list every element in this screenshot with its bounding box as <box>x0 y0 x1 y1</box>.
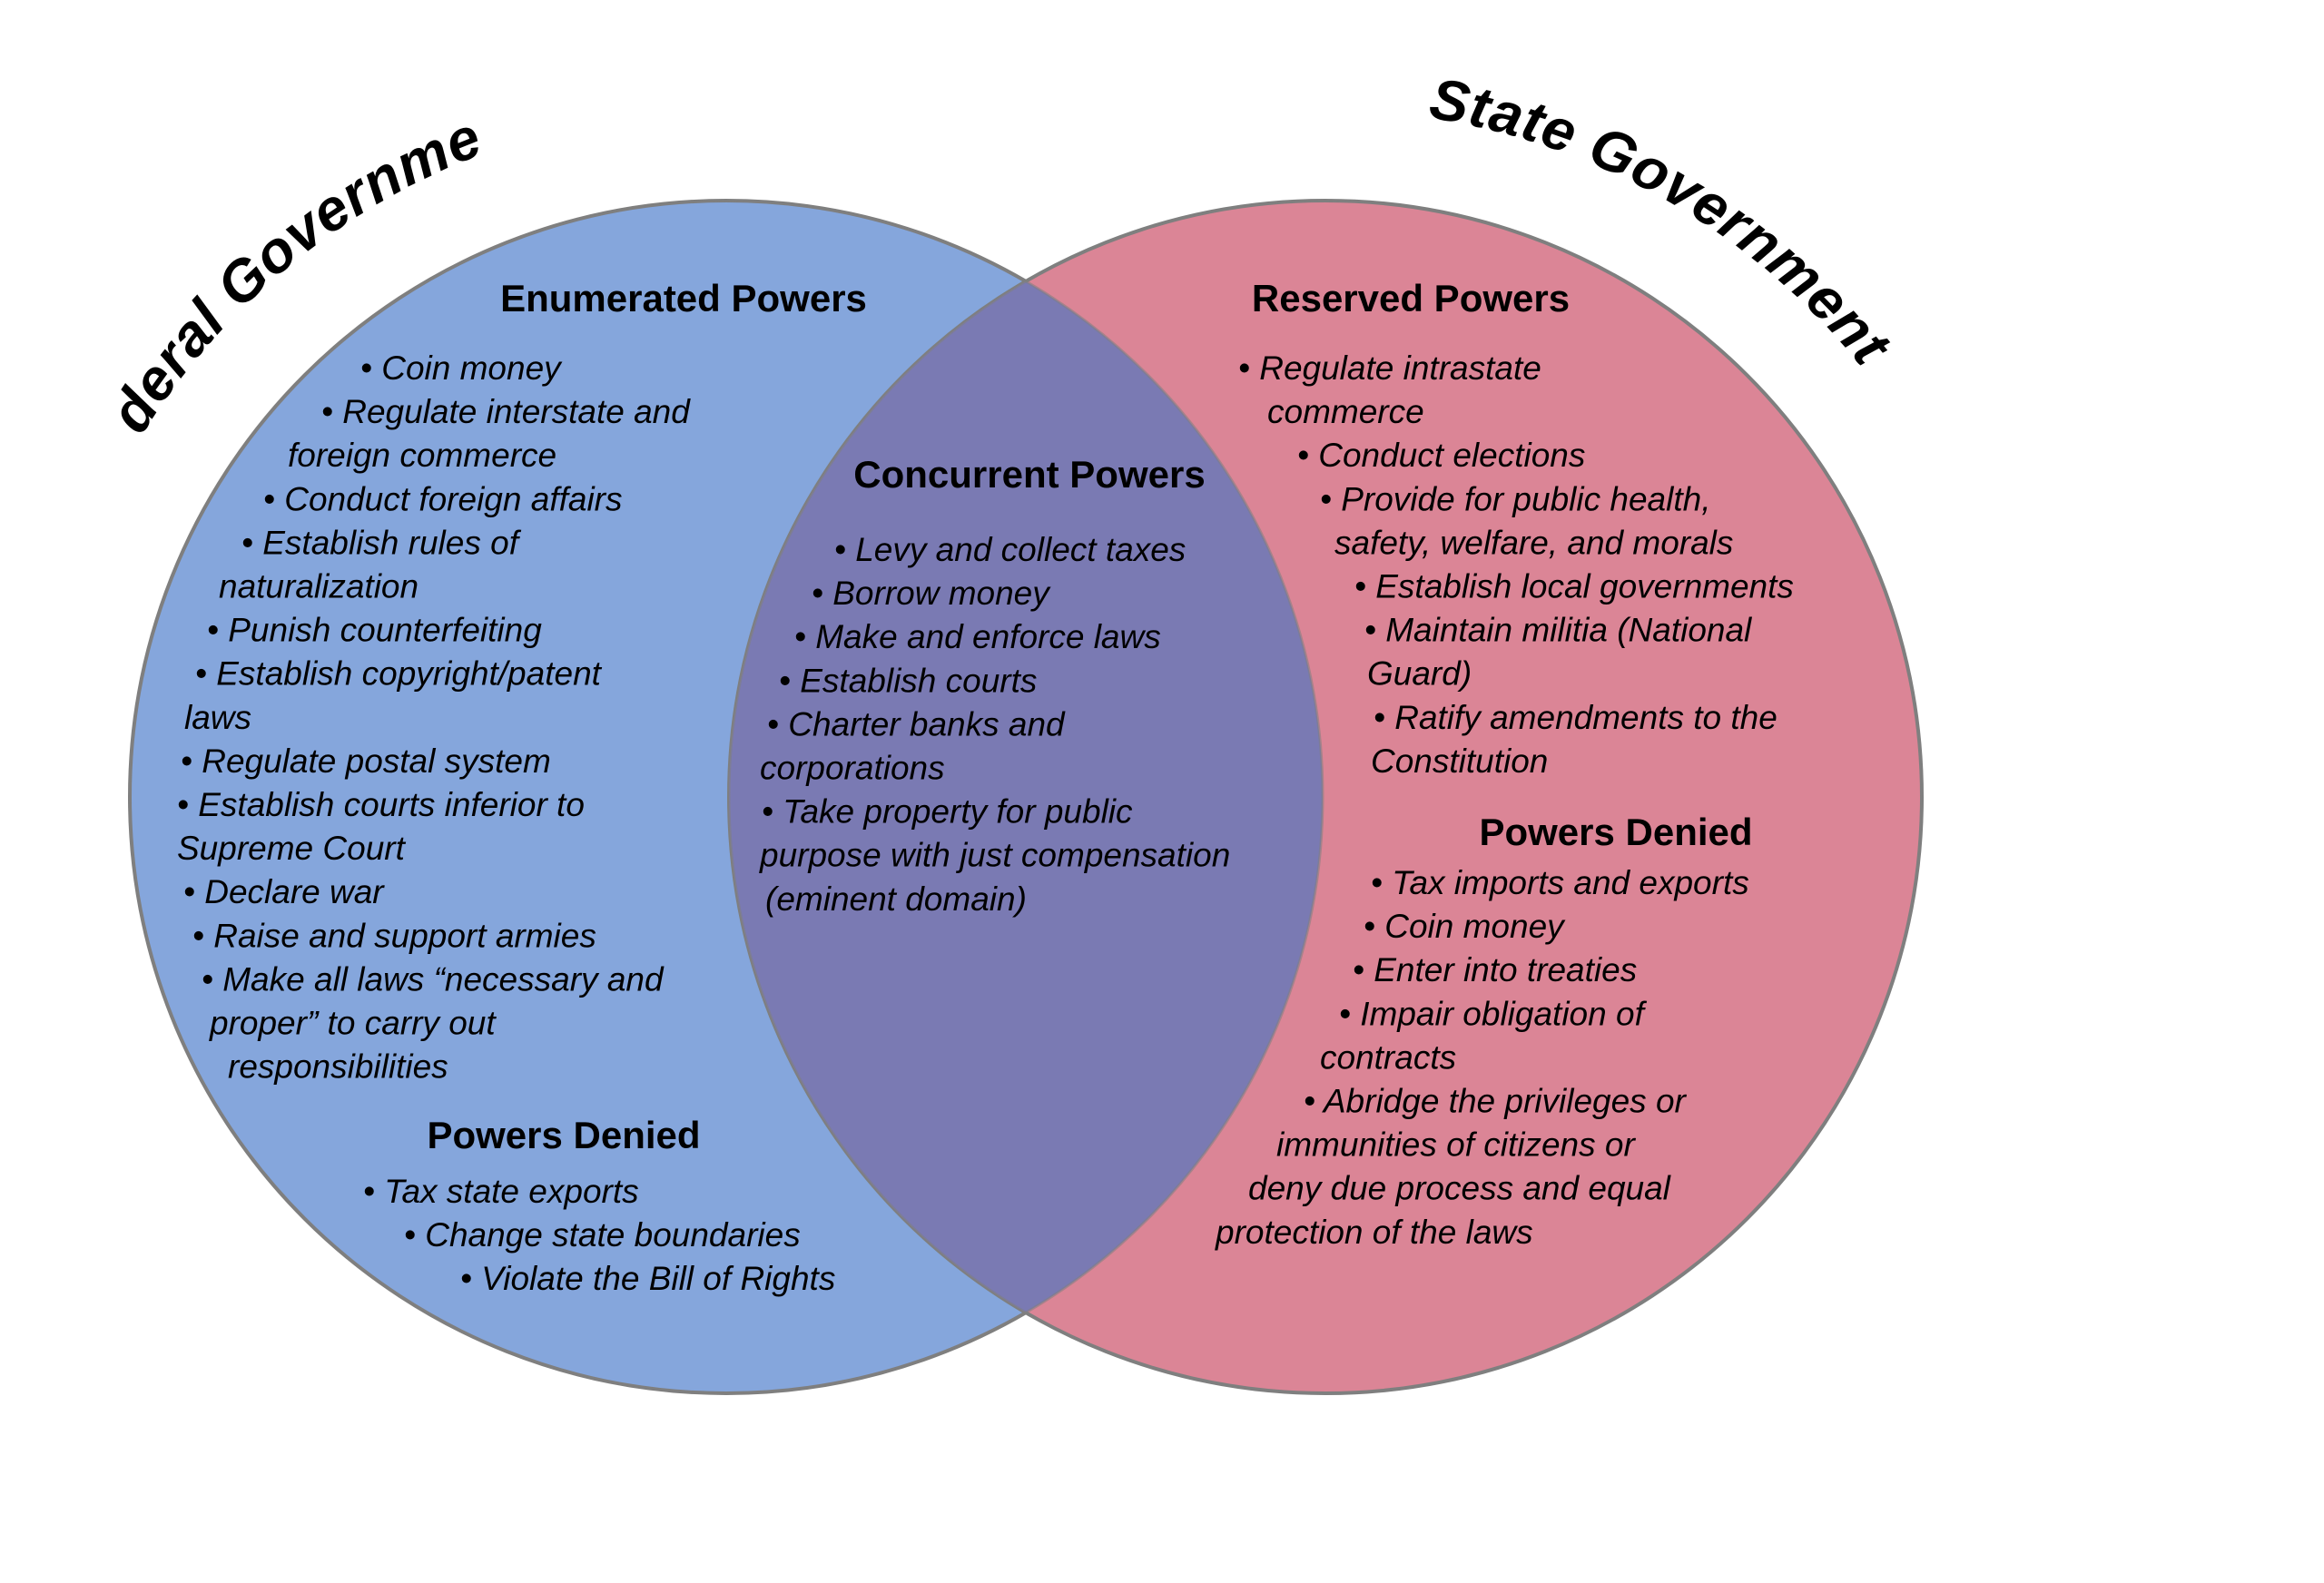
enumerated-power-line: • Regulate interstate and <box>321 393 691 430</box>
state-denied-line: • Coin money <box>1364 908 1566 945</box>
federal-circle-outline <box>128 199 1324 1395</box>
reserved-powers-header: Reserved Powers <box>1252 277 1570 320</box>
concurrent-powers-list: • Levy and collect taxes • Borrow money • … <box>759 531 1230 918</box>
enumerated-power-line: foreign commerce <box>288 437 556 474</box>
reserved-powers-list: • Regulate intrastate commerce • Conduct e… <box>1238 349 1794 780</box>
enumerated-power-line: proper” to carry out <box>209 1005 497 1042</box>
concurrent-power-line: corporations <box>760 750 945 787</box>
concurrent-power-line: • Make and enforce laws <box>794 618 1161 655</box>
federal-denied-line: • Change state boundaries <box>404 1216 801 1254</box>
overlap-region <box>729 201 1323 1393</box>
state-denied-line: • Tax imports and exports <box>1371 864 1749 901</box>
enumerated-power-line: • Declare war <box>183 873 385 910</box>
concurrent-power-line: (eminent domain) <box>765 880 1027 918</box>
reserved-power-line: commerce <box>1267 393 1424 430</box>
state-denied-line: • Enter into treaties <box>1353 951 1637 988</box>
reserved-power-line: Constitution <box>1371 742 1548 780</box>
concurrent-power-line: • Establish courts <box>779 662 1037 699</box>
concurrent-power-line: • Charter banks and <box>767 705 1066 742</box>
enumerated-power-line: Supreme Court <box>177 830 407 867</box>
enumerated-power-line: • Establish copyright/patent <box>195 655 603 693</box>
concurrent-power-line: • Take property for public <box>762 793 1133 831</box>
state-denied-line: contracts <box>1320 1038 1456 1076</box>
concurrent-power-line: • Levy and collect taxes <box>834 531 1186 568</box>
reserved-power-line: • Ratify amendments to the <box>1374 699 1777 736</box>
concurrent-power-line: • Borrow money <box>812 575 1051 612</box>
federal-powers-denied-list: • Tax state exports • Change state bounda… <box>363 1173 835 1297</box>
reserved-power-line: • Establish local governments <box>1354 568 1794 605</box>
state-denied-line: immunities of citizens or <box>1276 1126 1636 1164</box>
state-powers-denied-header: Powers Denied <box>1479 811 1752 853</box>
enumerated-power-line: laws <box>184 699 251 736</box>
federal-powers-denied-header: Powers Denied <box>427 1114 700 1156</box>
state-powers-denied-list: • Tax imports and exports • Coin money • E… <box>1215 864 1749 1251</box>
state-denied-line: • Impair obligation of <box>1339 995 1648 1032</box>
reserved-power-line: safety, welfare, and morals <box>1334 524 1733 561</box>
enumerated-power-line: • Raise and support armies <box>192 917 596 954</box>
enumerated-powers-list: • Coin money • Regulate interstate and for… <box>177 349 691 1086</box>
enumerated-power-line: responsibilities <box>228 1048 448 1086</box>
enumerated-power-line: • Punish counterfeiting <box>207 612 542 649</box>
enumerated-power-line: naturalization <box>219 568 419 605</box>
enumerated-power-line: • Regulate postal system <box>181 742 551 780</box>
federal-denied-line: • Violate the Bill of Rights <box>460 1260 835 1297</box>
enumerated-power-line: • Establish courts inferior to <box>177 786 585 823</box>
enumerated-power-line: • Make all laws “necessary and <box>202 960 665 998</box>
reserved-power-line: • Provide for public health, <box>1320 480 1710 517</box>
enumerated-powers-header: Enumerated Powers <box>500 277 867 320</box>
state-circle-outline <box>727 199 1924 1395</box>
state-denied-line: • Abridge the privileges or <box>1304 1083 1688 1120</box>
federal-denied-line: • Tax state exports <box>363 1173 639 1210</box>
reserved-power-line: • Maintain militia (National <box>1364 612 1753 649</box>
concurrent-powers-header: Concurrent Powers <box>853 453 1205 496</box>
concurrent-power-line: purpose with just compensation <box>759 837 1230 874</box>
reserved-power-line: • Conduct elections <box>1297 437 1585 474</box>
enumerated-power-line: • Coin money <box>360 349 563 387</box>
state-denied-line: deny due process and equal <box>1248 1170 1672 1207</box>
reserved-power-line: Guard) <box>1367 655 1472 693</box>
state-denied-line: protection of the laws <box>1215 1214 1533 1251</box>
enumerated-power-line: • Establish rules of <box>241 524 522 561</box>
reserved-power-line: • Regulate intrastate <box>1238 349 1541 387</box>
enumerated-power-line: • Conduct foreign affairs <box>263 480 623 517</box>
